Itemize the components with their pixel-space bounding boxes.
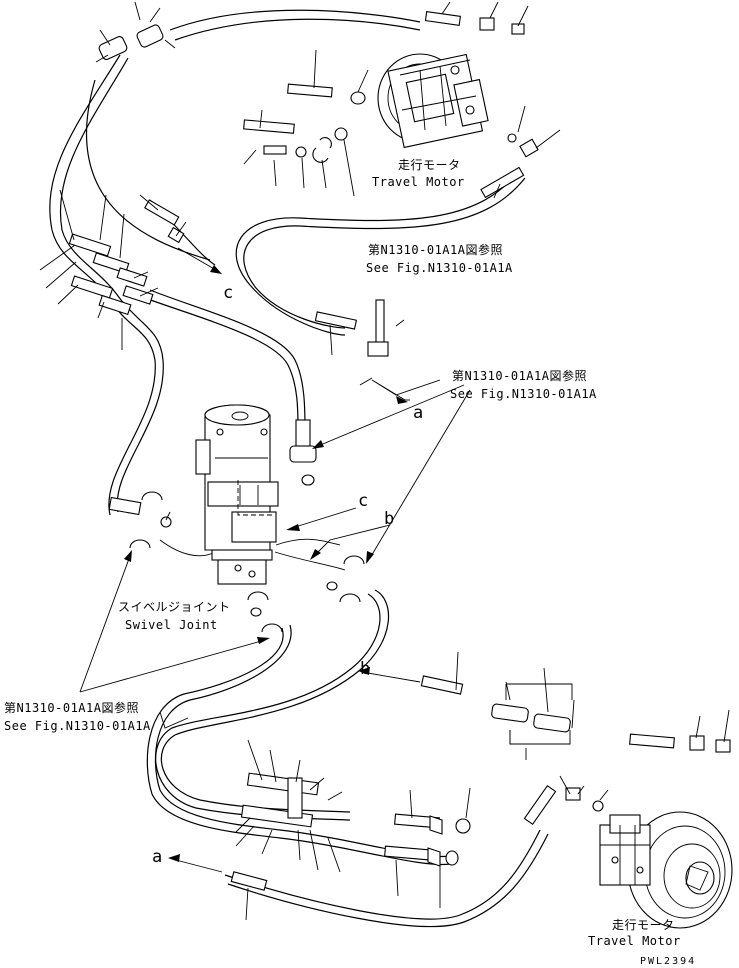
travel-motor-bottom-label-en: Travel Motor	[588, 934, 681, 948]
swivel-joint-label-en: Swivel Joint	[125, 618, 218, 632]
travel-motor-top	[377, 53, 489, 149]
upper-fittings	[98, 11, 539, 357]
reference-3-label-jp: 第N1310-01A1A図参照	[4, 700, 139, 715]
reference-1-label-en: See Fig.N1310-01A1A	[366, 261, 513, 275]
travel-motor-bottom-label-jp: 走行モータ	[612, 918, 675, 932]
letter-a-bottom: a	[152, 847, 162, 867]
reference-3-label-en: See Fig.N1310-01A1A	[4, 719, 151, 733]
lower-fittings	[160, 419, 731, 891]
letter-c-mid: c	[358, 491, 368, 511]
reference-arrows	[79, 247, 471, 873]
reference-2-label-en: See Fig.N1310-01A1A	[450, 387, 597, 401]
reference-1-label-jp: 第N1310-01A1A図参照	[368, 242, 503, 257]
travel-motor-bottom	[599, 811, 733, 929]
letter-c-top: c	[223, 283, 233, 303]
left-fitting-cluster	[68, 233, 163, 549]
letter-b-mid: b	[384, 509, 394, 529]
swivel-joint	[195, 404, 279, 585]
travel-motor-top-label-jp: 走行モータ	[398, 158, 461, 172]
reference-2-label-jp: 第N1310-01A1A図参照	[452, 368, 587, 383]
drawing-code: PWL2394	[640, 956, 696, 967]
letter-b-left: b	[360, 659, 370, 679]
travel-motor-top-label-en: Travel Motor	[372, 175, 465, 189]
swivel-joint-label-jp: スイベルジョイント	[118, 600, 231, 614]
leader-lines	[39, 1, 730, 921]
text-labels: 走行モータ Travel Motor 第N1310-01A1A図参照 See F…	[4, 158, 696, 967]
letter-a-top: a	[413, 403, 423, 423]
